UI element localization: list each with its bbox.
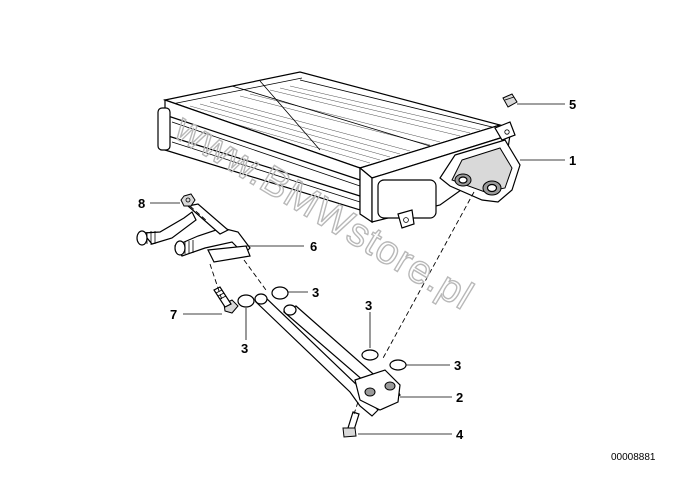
- core-fin-texture: [179, 85, 481, 164]
- bolt-part-7: [213, 286, 239, 314]
- pipe-assembly-part-6: [136, 203, 251, 263]
- callout-2: 2: [456, 390, 463, 405]
- diagram-number: 00008881: [611, 452, 656, 463]
- callout-1: 1: [569, 153, 576, 168]
- callout-7: 7: [170, 307, 177, 322]
- callout-3-ring-left-upper: 3: [312, 285, 319, 300]
- callout-3-ring-right-lower: 3: [454, 358, 461, 373]
- pipe-end-left: [136, 230, 156, 246]
- pipe-end-right: [174, 240, 194, 256]
- heater-core: [157, 71, 521, 229]
- callout-3-ring-left-lower: 3: [241, 341, 248, 356]
- leader-lines: [150, 103, 565, 435]
- callout-8: 8: [138, 196, 145, 211]
- screw-part-4: [342, 411, 360, 438]
- callout-6: 6: [310, 239, 317, 254]
- assembly-guide-lines: [189, 191, 475, 415]
- callout-3-ring-right-upper: 3: [365, 298, 372, 313]
- callout-5: 5: [569, 97, 576, 112]
- pipe-assembly-part-2: [254, 293, 401, 417]
- callout-4: 4: [456, 427, 464, 442]
- nut-part-8: [180, 193, 196, 207]
- clip-part-5: [502, 93, 518, 108]
